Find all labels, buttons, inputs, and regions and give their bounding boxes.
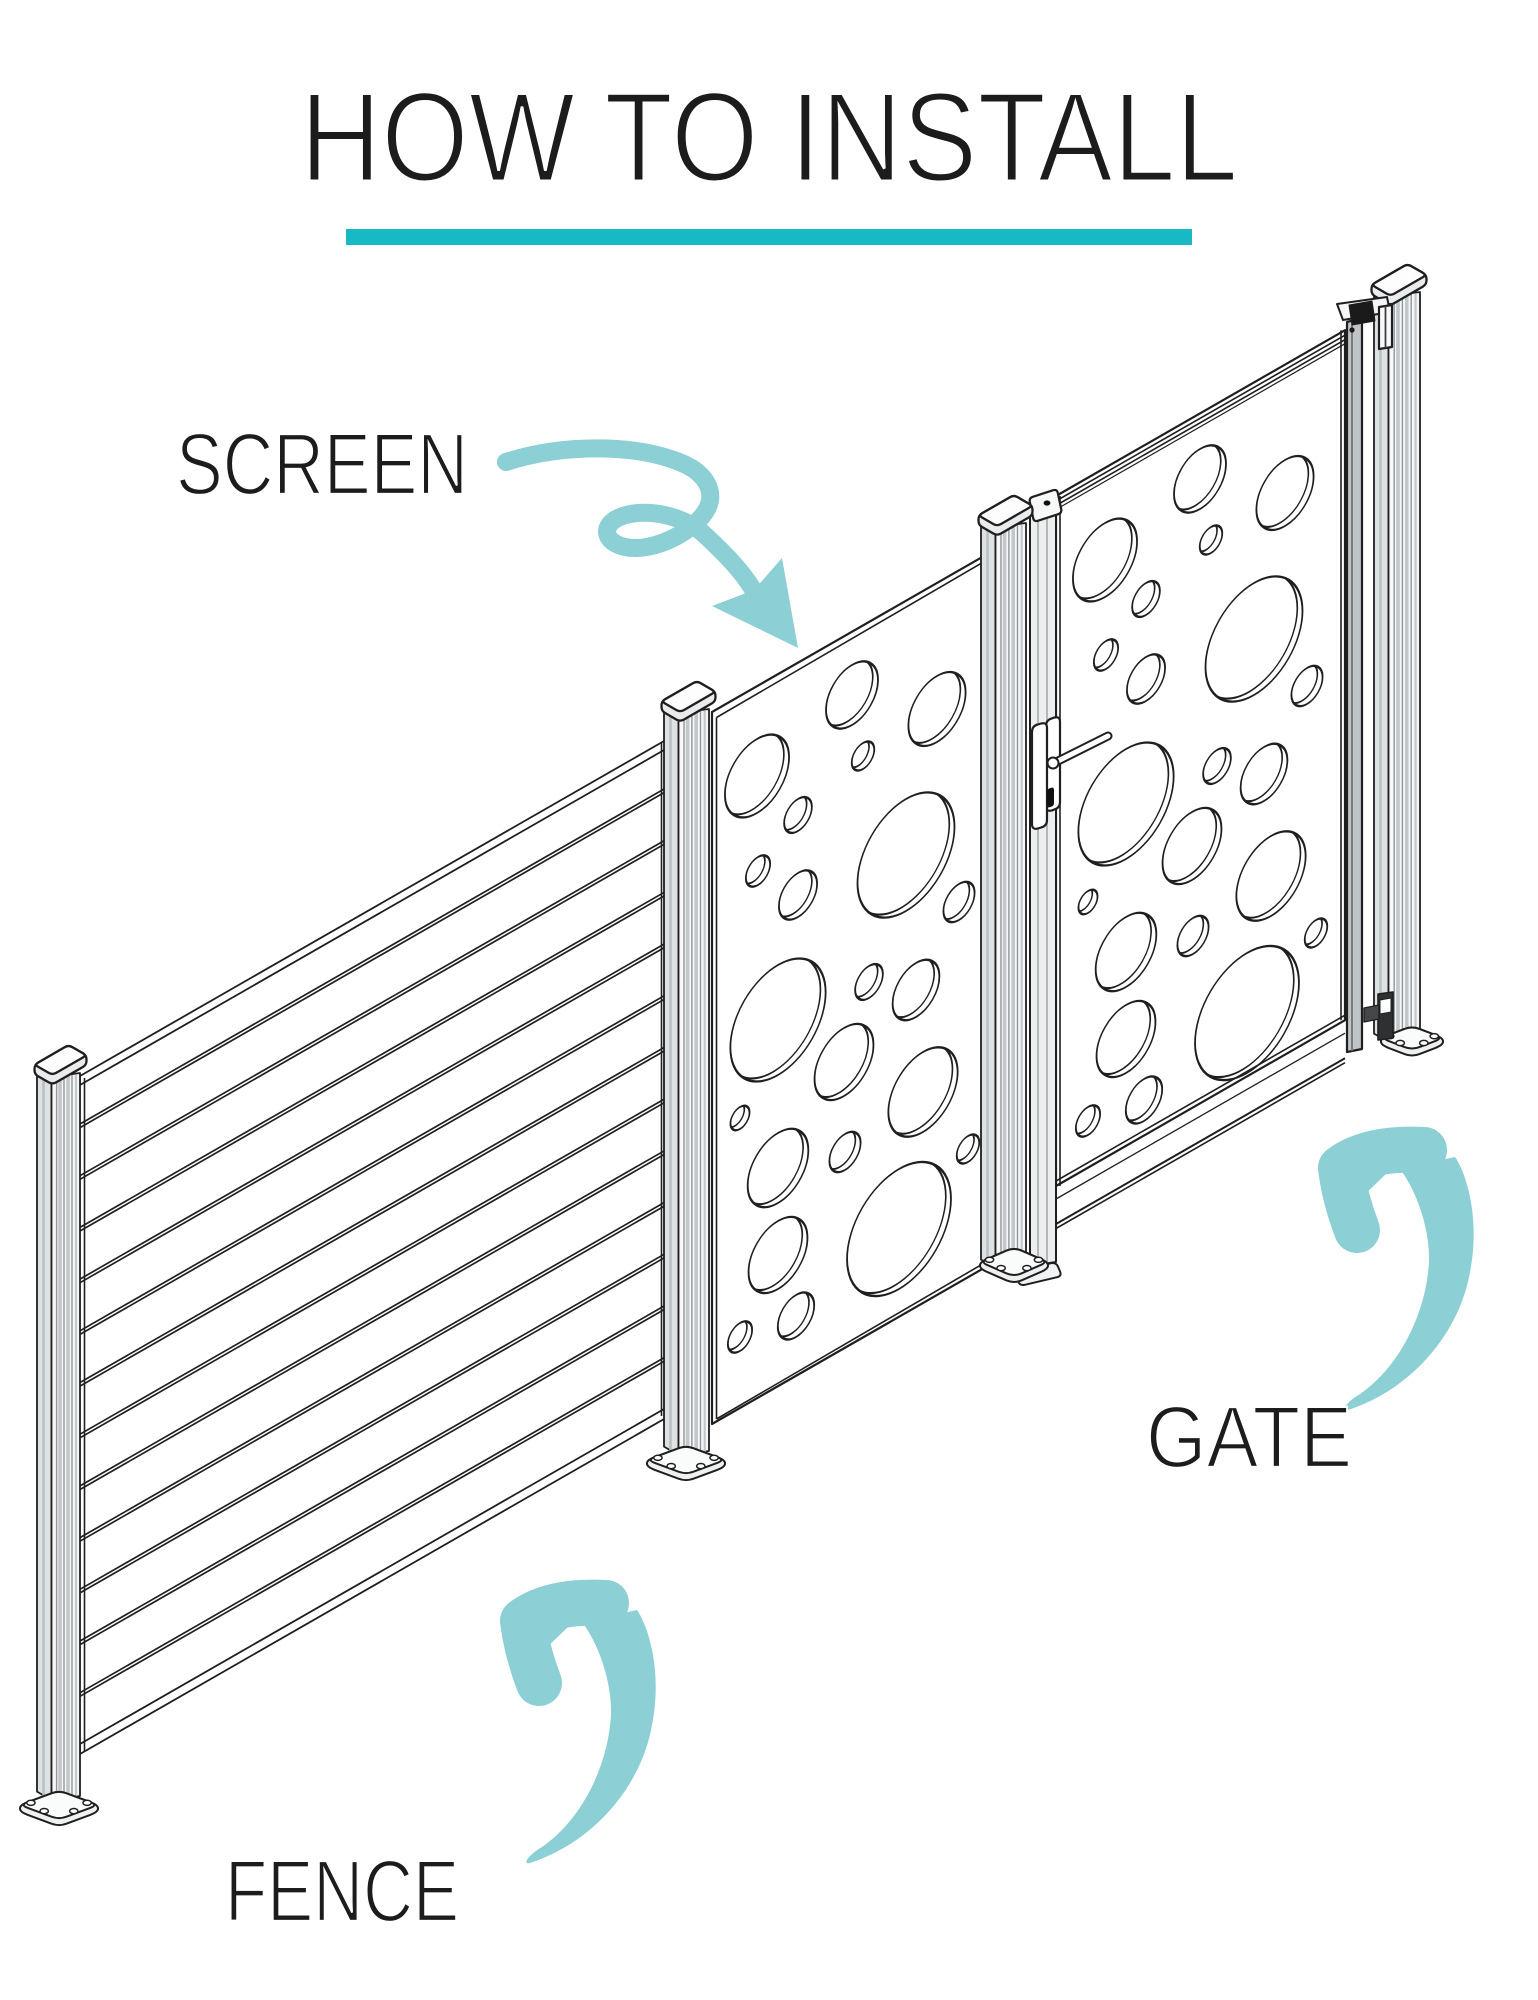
svg-text:SCREEN: SCREEN	[176, 416, 468, 513]
svg-text:FENCE: FENCE	[225, 1843, 459, 1940]
svg-text:HOW TO INSTALL: HOW TO INSTALL	[300, 66, 1238, 208]
svg-text:GATE: GATE	[1146, 1389, 1352, 1486]
